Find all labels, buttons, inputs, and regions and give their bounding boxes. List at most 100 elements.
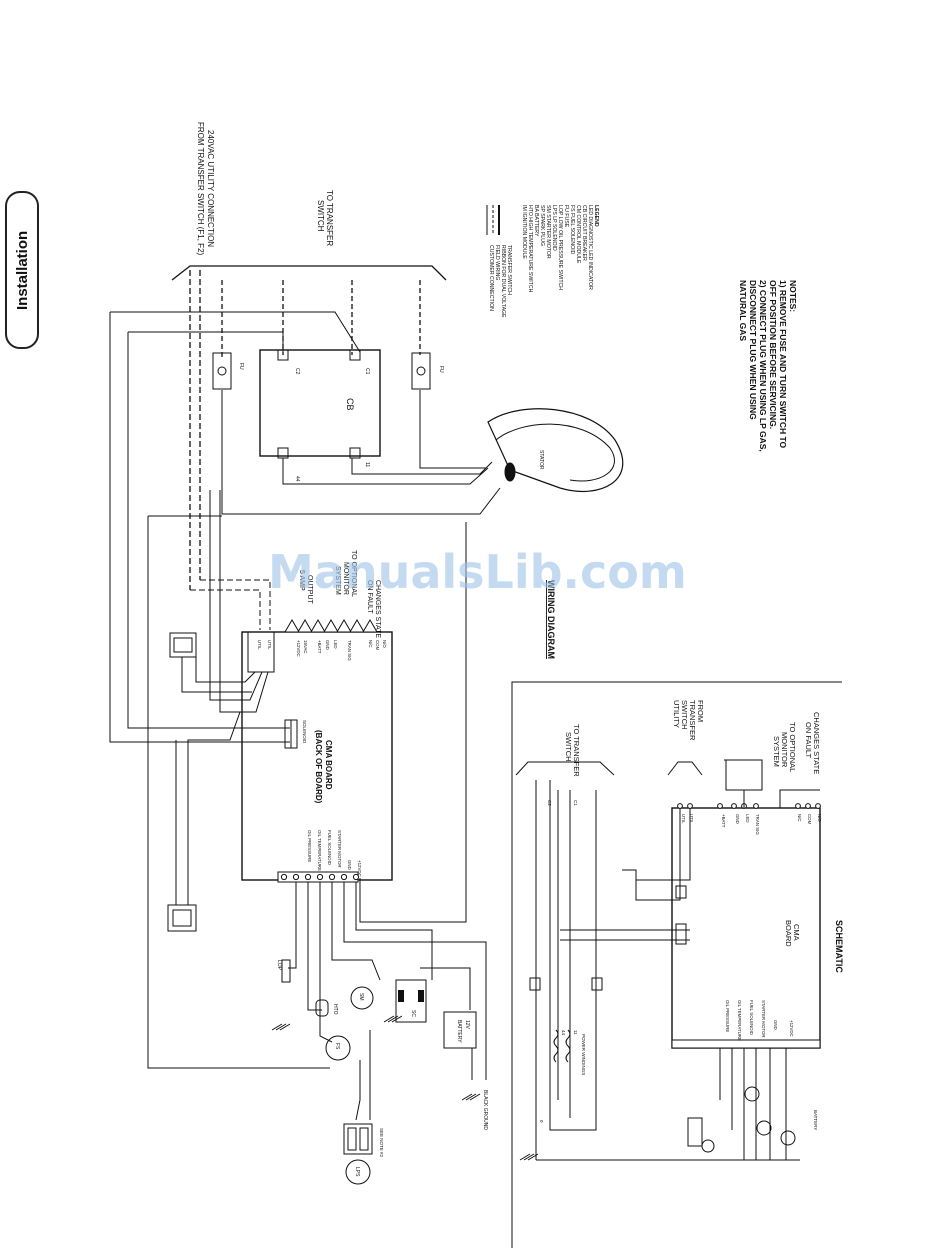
svg-text:LOP: LOP — [276, 960, 282, 971]
svg-text:MONITOR: MONITOR — [342, 562, 349, 595]
svg-text:SC: SC — [410, 1010, 416, 1017]
svg-text:44: 44 — [561, 1030, 566, 1036]
svg-text:SM: SM — [358, 993, 364, 1001]
svg-text:DISCONNECT PLUG WHEN USING: DISCONNECT PLUG WHEN USING — [748, 280, 758, 420]
wiring-upper — [109, 311, 501, 1069]
svg-text:UTIL: UTIL — [267, 640, 272, 650]
svg-text:240VAC UTILITY CONNECTION: 240VAC UTILITY CONNECTION — [206, 130, 215, 247]
fuse-left: FU — [212, 352, 244, 390]
svg-text:FUEL SOLENOID: FUEL SOLENOID — [327, 830, 332, 865]
svg-text:11: 11 — [364, 462, 370, 467]
svg-text:FROM: FROM — [696, 700, 705, 722]
svg-text:FU: FU — [438, 366, 444, 373]
svg-text:GND: GND — [773, 1020, 778, 1030]
svg-text:STARTER MOTOR: STARTER MOTOR — [337, 830, 342, 868]
svg-text:TRANSFER: TRANSFER — [688, 700, 697, 741]
svg-text:LED: LED — [333, 640, 338, 649]
svg-text:44: 44 — [294, 476, 300, 482]
svg-text:CB CIRCUIT BREAKER: CB CIRCUIT BREAKER — [581, 205, 587, 261]
svg-text:N/O: N/O — [382, 640, 387, 648]
svg-text:LPS: LPS — [354, 1167, 360, 1177]
cma-board-schematic: CMA BOARD UTIL UTIL +BATT GND LED TRAN S… — [671, 803, 822, 1049]
legend: LEGEND LED DIAGNOSTIC LED INDICATOR CB C… — [486, 205, 599, 318]
section-tab[interactable]: Installation — [5, 191, 39, 349]
svg-text:2) CONNECT PLUG WHEN USING LP: 2) CONNECT PLUG WHEN USING LP GAS, — [758, 280, 768, 452]
svg-text:TO OPTIONAL: TO OPTIONAL — [350, 550, 357, 597]
svg-text:BLACK GROUND: BLACK GROUND — [482, 1090, 488, 1130]
svg-text:11: 11 — [573, 1030, 578, 1035]
svg-text:OIL TEMPERATURE: OIL TEMPERATURE — [317, 830, 322, 871]
svg-text:FUEL SOLENOID: FUEL SOLENOID — [749, 1000, 754, 1035]
svg-text:C2: C2 — [294, 368, 300, 375]
svg-text:MONITOR: MONITOR — [780, 732, 789, 768]
cb-label: CB — [345, 398, 355, 411]
svg-text:FU: FU — [238, 363, 244, 370]
svg-text:SWITCH: SWITCH — [680, 700, 689, 730]
schematic-title: SCHEMATIC — [834, 920, 844, 973]
svg-text:SP SPARK PLUG: SP SPARK PLUG — [539, 205, 545, 246]
svg-text:UTIL: UTIL — [681, 814, 686, 824]
svg-text:TO TRANSFER: TO TRANSFER — [325, 190, 334, 246]
svg-text:+BATT: +BATT — [721, 814, 726, 828]
cma-board-title: CMA BOARD — [324, 740, 333, 790]
svg-text:OIL PRESSURE: OIL PRESSURE — [725, 1000, 730, 1032]
svg-text:RIBBON FOR DUAL VOLTAGE: RIBBON FOR DUAL VOLTAGE — [500, 245, 506, 318]
svg-text:CUSTOMER CONNECTION: CUSTOMER CONNECTION — [488, 245, 494, 311]
svg-text:5 AMP: 5 AMP — [298, 570, 305, 591]
svg-text:LOP LOW OIL PRESSURE SWITCH: LOP LOW OIL PRESSURE SWITCH — [557, 205, 563, 290]
svg-text:UTILITY: UTILITY — [672, 700, 681, 728]
svg-text:UTIL: UTIL — [257, 640, 262, 650]
lp-solenoid: SEE NOTE #2 LPS — [343, 1123, 384, 1185]
svg-text:SYSTEM: SYSTEM — [772, 736, 781, 767]
svg-text:+12VDC: +12VDC — [789, 1020, 794, 1037]
svg-text:ON FAULT: ON FAULT — [366, 580, 373, 614]
starter-contactor: SC — [383, 979, 427, 1023]
lop-switch: LOP — [271, 959, 291, 1031]
svg-text:+12VDC: +12VDC — [296, 640, 301, 657]
circuit-breaker: CB C2 C1 44 11 — [259, 349, 381, 482]
battery: 12V BATTERY BLACK GROUND — [443, 1011, 488, 1130]
svg-text:C2: C2 — [547, 800, 552, 806]
svg-text:SM STARTER MOTOR: SM STARTER MOTOR — [545, 205, 551, 259]
svg-text:N/O: N/O — [817, 814, 822, 822]
svg-text:TRAN SIG: TRAN SIG — [755, 814, 760, 835]
svg-text:ON FAULT: ON FAULT — [804, 722, 813, 759]
svg-text:FU FUSE: FU FUSE — [563, 205, 569, 228]
svg-text:12V: 12V — [464, 1020, 470, 1030]
svg-text:HTO: HTO — [332, 1004, 338, 1015]
svg-text:GND: GND — [325, 640, 330, 650]
svg-text:BATTERY: BATTERY — [813, 1110, 818, 1130]
svg-text:LPS LP SOLENOID: LPS LP SOLENOID — [551, 205, 557, 251]
svg-text:SOLENOID: SOLENOID — [302, 720, 307, 744]
connector-cn-upper — [169, 632, 256, 693]
svg-text:BA BATTERY: BA BATTERY — [533, 205, 539, 237]
svg-text:LED: LED — [745, 814, 750, 823]
svg-text:SYSTEM: SYSTEM — [334, 566, 341, 595]
svg-text:FS FUEL SOLENOID: FS FUEL SOLENOID — [569, 205, 575, 255]
watermark: ManualsLib.com — [268, 545, 687, 599]
svg-text:TO OPTIONAL: TO OPTIONAL — [788, 722, 797, 772]
svg-text:OIL PRESSURE: OIL PRESSURE — [307, 830, 312, 862]
connector-cn-lower — [167, 711, 241, 932]
svg-text:C1: C1 — [573, 800, 578, 806]
starter-motor: SM — [350, 986, 374, 1010]
svg-text:BOARD: BOARD — [784, 920, 793, 947]
svg-text:SWITCH: SWITCH — [316, 200, 325, 232]
svg-text:TRAN SIG: TRAN SIG — [347, 640, 352, 661]
svg-text:NOTES:: NOTES: — [788, 280, 798, 312]
section-tab-label: Installation — [14, 231, 31, 310]
svg-text:GND: GND — [735, 814, 740, 824]
svg-text:15VAC: 15VAC — [303, 640, 308, 654]
svg-text:0: 0 — [539, 1120, 544, 1123]
svg-text:NATURAL GAS: NATURAL GAS — [738, 280, 748, 341]
svg-text:SWITCH: SWITCH — [564, 732, 573, 762]
cma-board-wiring: CMA BOARD (BACK OF BOARD) N/O COM N/C TR… — [241, 550, 393, 883]
svg-text:LED DIAGNOSTIC LED INDICATO: LED DIAGNOSTIC LED INDICATOR — [587, 205, 593, 290]
svg-text:TO TRANSFER: TO TRANSFER — [572, 724, 581, 777]
svg-text:COM: COM — [375, 640, 380, 651]
svg-text:CHANGES STATE: CHANGES STATE — [374, 580, 381, 638]
cma-board-subtitle: (BACK OF BOARD) — [314, 730, 323, 804]
fuel-solenoid: FS — [325, 1035, 351, 1061]
wiring-diagram-title: WIRING DIAGRAM — [546, 580, 556, 659]
